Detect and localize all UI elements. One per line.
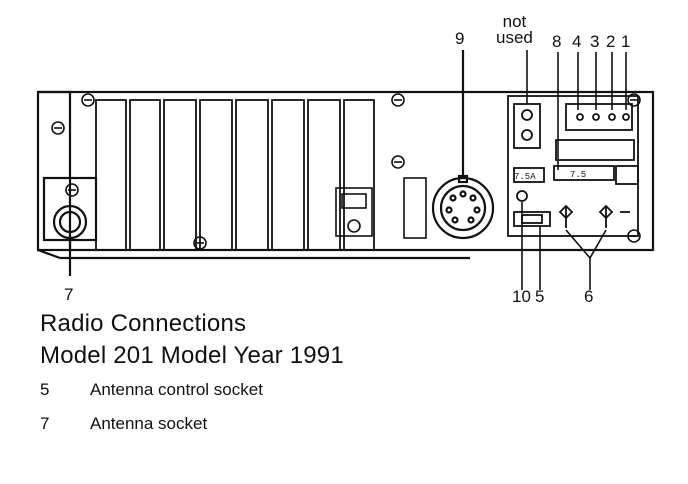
leader-lines (521, 50, 627, 290)
legend-item: 7 Antenna socket (40, 414, 207, 434)
callout-8: 8 (552, 32, 562, 51)
caption-subtitle: Model 201 Model Year 1991 (40, 342, 344, 369)
callout-1: 1 (621, 32, 631, 51)
callout-7: 7 (64, 285, 74, 304)
screws (51, 93, 641, 250)
callout-3: 3 (590, 32, 600, 51)
fuse-label-7-5a: 7.5A (514, 172, 536, 182)
left-bracket (38, 90, 72, 250)
callout-2: 2 (606, 32, 616, 51)
callout-6: 6 (584, 287, 594, 306)
callout-4: 4 (572, 32, 582, 51)
radio-rear-panel-diagram: 7.5A 7.5 (36, 50, 655, 290)
din-socket (431, 50, 495, 240)
callout-not-used: not used (496, 12, 533, 47)
legend-item: 5 Antenna control socket (40, 380, 263, 400)
cooling-fins (95, 99, 375, 251)
connector-panel (507, 95, 639, 237)
legend-number: 5 (40, 380, 50, 399)
center-connector (335, 177, 427, 239)
caption-title: Radio Connections (40, 310, 247, 337)
legend-text: Antenna control socket (90, 380, 263, 399)
callout-10: 10 (512, 287, 531, 306)
callout-5: 5 (535, 287, 545, 306)
antenna-socket (42, 176, 98, 276)
legend-text: Antenna socket (90, 414, 208, 433)
callout-9: 9 (455, 29, 465, 48)
legend-number: 7 (40, 414, 50, 433)
fuse-label-7-5: 7.5 (570, 170, 586, 180)
